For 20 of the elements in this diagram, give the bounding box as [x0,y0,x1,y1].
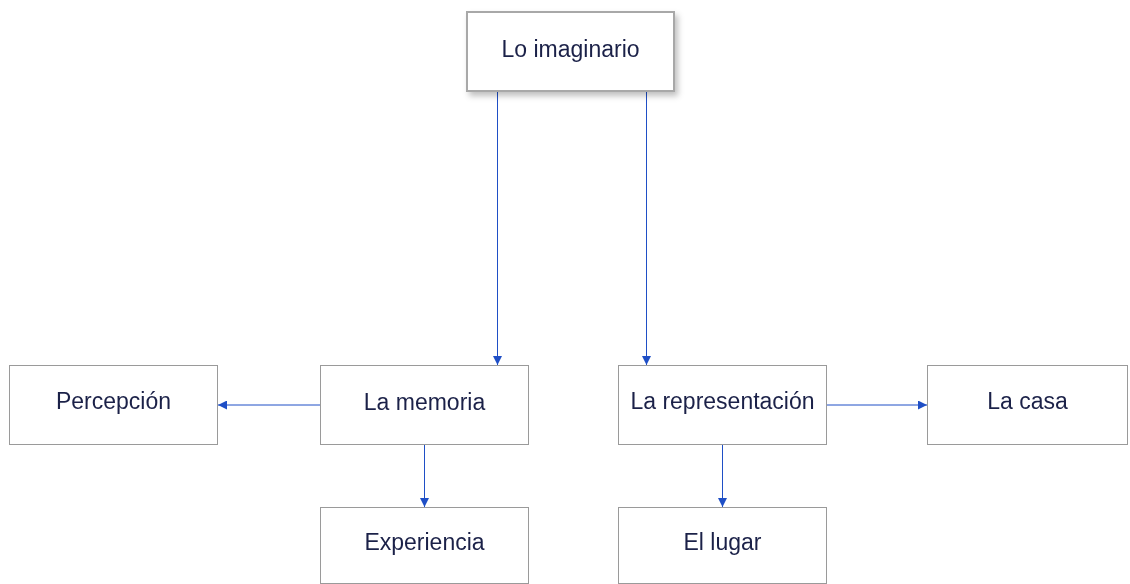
concept-box [927,365,1128,445]
node-label: Percepción [54,388,173,416]
arrow [718,444,727,508]
concept-box [9,365,218,445]
arrow [642,91,651,366]
concept-box [320,365,529,445]
node-label: Lo imaginario [500,35,641,64]
concept-box [320,507,529,584]
node-label: Experiencia [363,528,486,557]
arrow [217,400,321,410]
concept-box [466,11,675,92]
arrow [420,444,429,508]
concept-box [618,507,827,584]
node-label: La representación [629,388,816,416]
node-label: La memoria [362,389,487,417]
arrow [493,91,502,366]
concept-box [618,365,827,445]
arrow [826,400,928,410]
node-label: La casa [986,388,1069,416]
node-label: El lugar [682,528,763,557]
